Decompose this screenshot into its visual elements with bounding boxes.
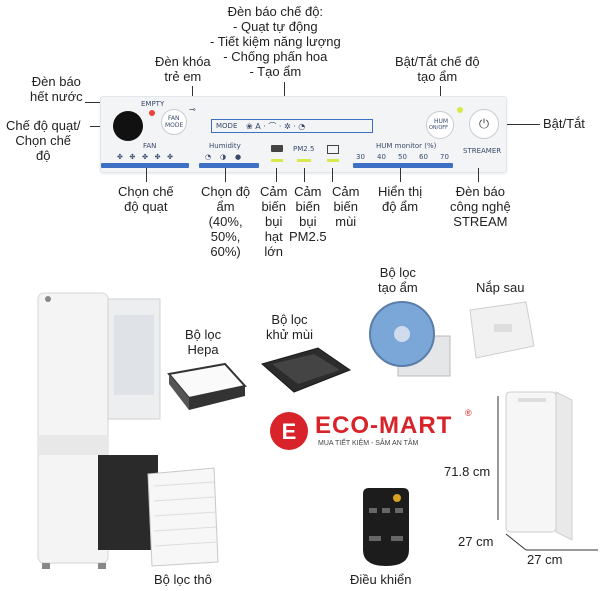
dust-leader [276,168,277,182]
depth-dimension: 27 cm [458,534,494,549]
dust-sensor-callout: Cảm biến bụi hạt lớn [260,184,288,259]
control-panel: EMPTY FAN MODE ⊸ MODE ❀ A · ⌒ · ✲ · ◔ HU… [100,96,507,173]
hum-display-leader [400,168,401,182]
fan-mode-button[interactable]: FAN MODE [161,109,187,135]
humidity-icons: ◔ ◑ ● [205,153,242,161]
purifier-open-image [37,292,161,569]
streamer-leader [478,168,479,182]
svg-text:E: E [282,419,297,444]
hum-tick-60: 60 [419,153,428,161]
mode-icons: ❀ A · ⌒ · ✲ · ◔ [246,122,306,131]
dust-sensor-led [271,159,283,162]
hum-toggle-callout: Bật/Tắt chế độ tạo ẩm [395,54,480,84]
back-cover-image [469,301,535,359]
dust-sensor-icon [271,145,283,152]
hum-onoff-button[interactable]: HUM ON/OFF [426,111,454,139]
fan-mode-knob[interactable] [113,111,143,141]
pm25-label: PM2.5 [293,145,315,153]
height-dimension: 71.8 cm [444,464,491,479]
odor-sensor-callout: Cảm biến mùi [332,184,360,229]
humidity-bar [199,163,259,168]
hum-tick-40: 40 [377,153,386,161]
power-button[interactable]: ⏻ [469,109,499,139]
deodor-filter-image [260,347,352,393]
hum-led [457,107,463,113]
hum-tick-50: 50 [398,153,407,161]
water-out-callout: Đèn báo hết nước [30,74,83,104]
power-callout: Bật/Tắt [543,116,585,131]
mode-indicator-box: MODE ❀ A · ⌒ · ✲ · ◔ [211,119,373,133]
empty-label: EMPTY [141,100,165,108]
humid-filter-image [369,301,451,377]
fan-speed-icons: ✤ ✤ ✤ ✤ ✤ [117,153,174,161]
deodor-label: Bộ lọc khử mùi [266,312,313,342]
pre-filter-image [147,467,219,567]
hum-tick-70: 70 [440,153,449,161]
humidity-select-leader [225,168,226,182]
pm25-leader [304,168,305,182]
ecomart-reg: ® [465,408,472,418]
mode-indicator-callout: Đèn báo chế độ: - Quạt tự động - Tiết ki… [210,4,341,79]
remote-label: Điều khiển [350,572,412,587]
pre-filter-label: Bộ lọc thô [154,572,212,587]
hum-tick-30: 30 [356,153,365,161]
fan-bar [101,163,189,168]
width-dimension: 27 cm [527,552,563,567]
child-lock-leader [192,86,193,104]
humidity-label: Humidity [209,142,241,150]
fan-select-leader [146,168,147,182]
ecomart-logo-mark: E [270,412,308,450]
child-lock-callout: Đèn khóa trẻ em [155,54,211,84]
odor-leader [332,168,333,182]
hum-monitor-bar [353,163,453,168]
ecomart-logo-text: ECO-MART [315,412,453,439]
power-leader [490,124,540,125]
humid-filter-label: Bộ lọc tạo ẩm [378,265,418,295]
pm25-led [297,159,311,162]
odor-sensor-icon [327,145,339,154]
remote-image [363,488,409,566]
hepa-filter-image [167,362,247,410]
fan-select-callout: Chọn chế độ quạt [118,184,174,214]
water-out-led [149,110,155,116]
streamer-label: STREAMER [463,147,502,155]
humidity-select-callout: Chọn độ ẩm (40%, 50%, 60%) [201,184,251,259]
hum-monitor-label: HUM monitor (%) [376,142,437,150]
fan-label: FAN [143,142,157,150]
odor-sensor-led [327,159,339,162]
ecomart-slogan: MUA TIẾT KIỆM - SẮM AN TÂM [318,440,419,447]
back-cover-label: Nắp sau [476,280,525,295]
fan-mode-callout: Chế độ quạt/ Chọn chế độ [6,118,81,163]
child-lock-icon: ⊸ [189,105,196,114]
streamer-light-callout: Đèn báo công nghệ STREAM [450,184,511,229]
hepa-label: Bộ lọc Hepa [185,327,222,357]
pm25-sensor-callout: Cảm biến bụi PM2.5 [289,184,327,244]
humidity-display-callout: Hiển thị độ ẩm [378,184,423,214]
purifier-dimension-image [497,391,598,551]
